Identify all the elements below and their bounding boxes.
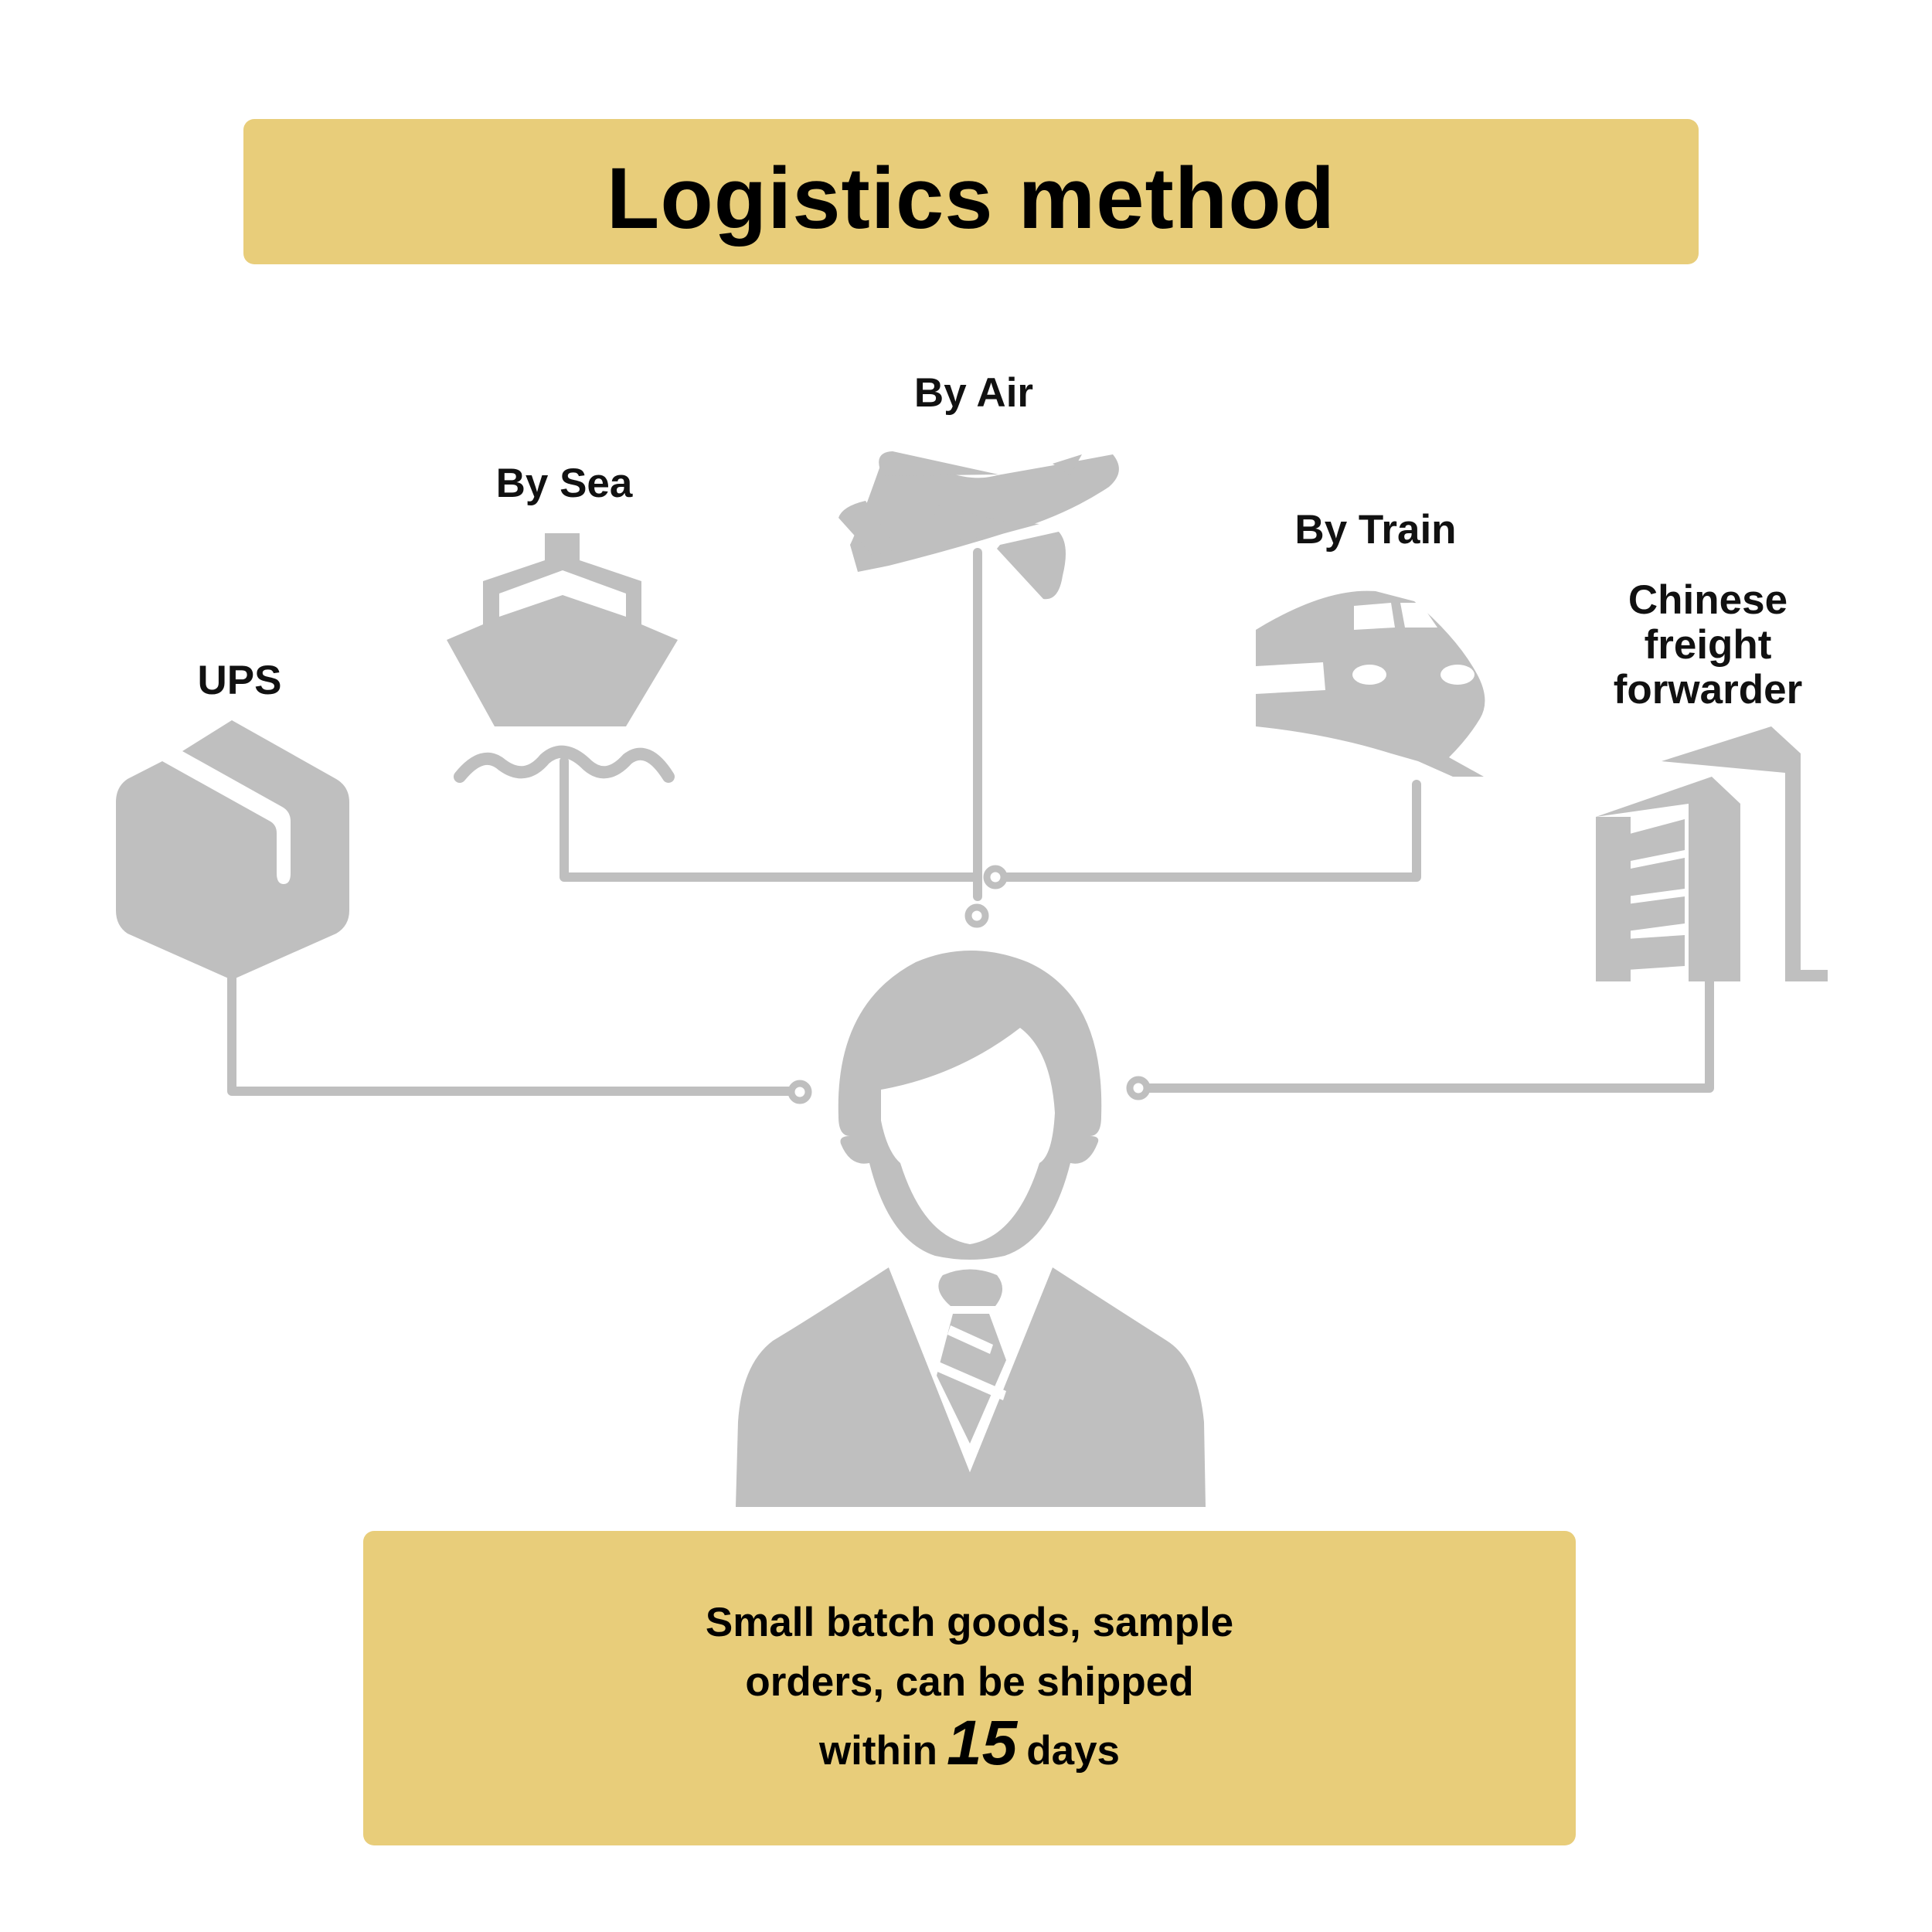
- info-within: within: [818, 1728, 938, 1774]
- label-forwarder-line1: Chinese: [1628, 577, 1788, 623]
- connector-sea: [560, 757, 980, 882]
- train-icon: [1256, 590, 1485, 777]
- title-banner: Logistics method: [243, 119, 1699, 264]
- label-by-train: By Train: [1294, 507, 1457, 553]
- building-icon: [1596, 726, 1828, 981]
- label-by-sea: By Sea: [495, 461, 633, 506]
- node-ups: [787, 1080, 812, 1104]
- airplane-icon: [838, 451, 1119, 600]
- label-forwarder-line3: forwarder: [1613, 667, 1803, 713]
- node-forwarder: [1126, 1076, 1151, 1100]
- box-icon: [116, 720, 349, 980]
- connector-forwarder: [1139, 969, 1714, 1093]
- label-forwarder-line2: freight: [1644, 622, 1772, 668]
- node-air: [964, 903, 989, 928]
- page-title: Logistics method: [606, 150, 1336, 247]
- connector-lines: [227, 548, 1714, 1096]
- node-sea-train: [983, 865, 1008, 889]
- info-days-number: 15: [947, 1708, 1018, 1778]
- info-line-1: Small batch goods, sample: [705, 1600, 1234, 1645]
- label-by-air: By Air: [913, 370, 1034, 416]
- info-days: days: [1026, 1728, 1121, 1774]
- connector-nodes: [787, 865, 1151, 1104]
- info-banner: Small batch goods, sample orders, can be…: [363, 1531, 1576, 1845]
- ship-icon: [447, 533, 678, 783]
- connector-ups: [227, 965, 797, 1096]
- label-ups: UPS: [197, 658, 282, 703]
- info-line-2: orders, can be shipped: [745, 1659, 1194, 1705]
- connector-train: [992, 780, 1421, 882]
- businessman-icon: [736, 951, 1206, 1507]
- label-forwarder: Chinese freight forwarder: [1592, 578, 1824, 713]
